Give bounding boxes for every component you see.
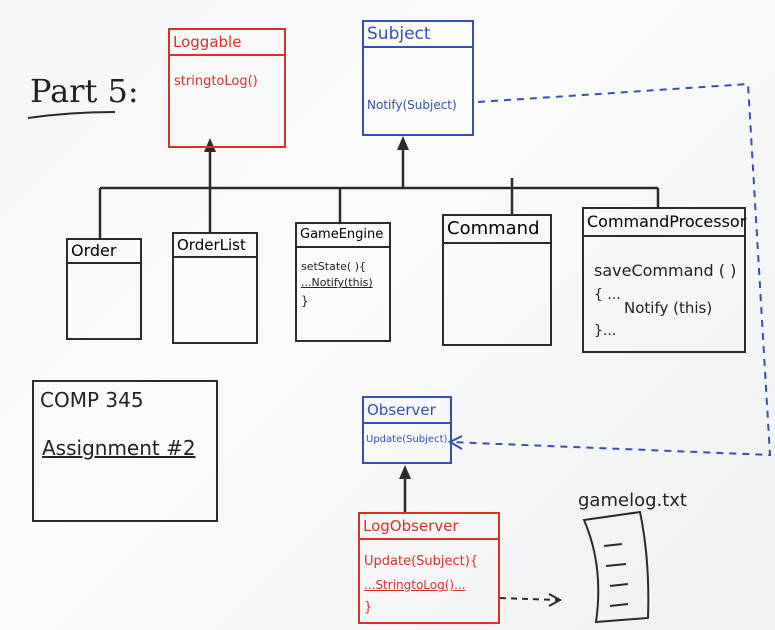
class-gameengine-name: GameEngine [297,224,389,248]
file-line-2 [605,563,627,567]
course-code: COMP 345 [40,388,144,412]
class-orderlist-name: OrderList [174,234,256,258]
class-order: Order [66,238,142,340]
title-underline [27,111,116,119]
class-commandprocessor-line1: saveCommand ( ) [594,261,737,280]
class-orderlist: OrderList [172,232,258,344]
class-commandprocessor-name: CommandProcessor [584,209,746,237]
class-command-name: Command [444,216,550,244]
class-gameengine-line1: setState( ){ [301,260,367,273]
class-observer: Observer Update(Subject) [362,396,452,464]
file-line-3 [609,583,629,587]
class-subject-name: Subject [364,22,472,48]
class-loggable-name: Loggable [170,30,284,56]
class-command: Command [442,214,552,346]
file-line-4 [609,603,629,607]
course-assignment: Assignment #2 [42,436,196,460]
class-gameengine-line3: } [301,294,309,308]
class-logobserver-line1: Update(Subject){ [364,554,479,569]
file-line-1 [603,543,623,547]
class-logobserver-line2: ...StringtoLog()... [364,578,466,592]
class-gameengine: GameEngine setState( ){ ...Notify(this) … [295,222,391,342]
class-loggable: Loggable stringtoLog() [168,28,286,148]
class-commandprocessor: CommandProcessor saveCommand ( ) { ... N… [582,207,746,353]
class-loggable-method: stringtoLog() [174,74,258,89]
arrowhead-loggable [204,138,216,152]
class-gameengine-line2: ...Notify(this) [301,276,373,289]
class-observer-name: Observer [364,398,450,424]
class-logobserver-name: LogObserver [360,514,498,540]
class-logobserver: LogObserver Update(Subject){ ...Stringto… [358,512,500,624]
notify-dashed-link [449,82,772,457]
class-observer-method: Update(Subject) [366,434,448,445]
file-scroll [582,510,650,624]
file-name: gamelog.txt [578,490,687,511]
class-subject: Subject Notify(Subject) [362,20,474,136]
class-commandprocessor-line3: Notify (this) [624,299,713,317]
arrowhead-observer [399,465,411,479]
class-commandprocessor-line4: }... [594,323,617,339]
arrowhead-subject [397,136,409,150]
class-logobserver-line3: } [364,600,373,615]
part-title: Part 5: [30,72,139,110]
class-commandprocessor-line2: { ... [594,287,621,303]
log-dashed-link [499,597,559,601]
log-arrowhead [548,593,563,607]
class-subject-method: Notify(Subject) [367,98,457,112]
course-box: COMP 345 Assignment #2 [32,380,218,522]
class-order-name: Order [68,240,140,264]
